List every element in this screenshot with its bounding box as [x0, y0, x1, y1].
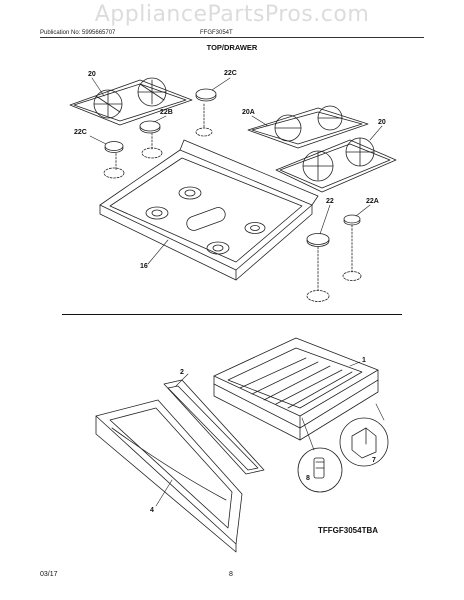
publication-number: Publication No: 5995665707: [40, 30, 116, 36]
callout-20a: 20A: [242, 109, 255, 116]
drawer-panel-part[interactable]: [163, 379, 265, 475]
grate-left[interactable]: [69, 77, 193, 126]
callout-2: 2: [180, 369, 184, 376]
cooktop-part[interactable]: [99, 139, 319, 281]
callout-8: 8: [306, 475, 310, 482]
clip-7-detail[interactable]: [339, 417, 389, 467]
footer-page-number: 8: [229, 571, 233, 578]
callout-20-right: 20: [378, 119, 386, 126]
callout-16: 16: [140, 263, 148, 270]
grate-right-front[interactable]: [275, 137, 397, 193]
drawer-part[interactable]: [213, 337, 379, 441]
footer-date: 03/17: [40, 571, 58, 578]
callout-20-left: 20: [88, 71, 96, 78]
callout-7: 7: [372, 457, 376, 464]
burner-bases: [103, 103, 362, 302]
clip-8-detail[interactable]: [297, 447, 343, 493]
callout-22b: 22B: [160, 109, 173, 116]
callout-1: 1: [362, 357, 366, 364]
model-number: FFGF3054T: [200, 30, 233, 36]
callout-22c-top: 22C: [224, 70, 237, 77]
diagram-code: TFFGF3054TBA: [318, 526, 379, 535]
section-divider: [62, 314, 402, 315]
watermark: AppliancePartsPros.com: [94, 2, 370, 27]
leader-lines-top: [89, 77, 383, 265]
drawer-front-part[interactable]: [95, 399, 243, 553]
callout-22c-left: 22C: [74, 129, 87, 136]
leader-lines-bottom: [155, 361, 385, 507]
header-rule: [40, 37, 424, 38]
section-title: TOP/DRAWER: [206, 43, 258, 52]
callout-4: 4: [150, 507, 154, 514]
callout-22a: 22A: [366, 198, 379, 205]
callout-22: 22: [326, 198, 334, 205]
grate-right-rear[interactable]: [247, 105, 369, 149]
